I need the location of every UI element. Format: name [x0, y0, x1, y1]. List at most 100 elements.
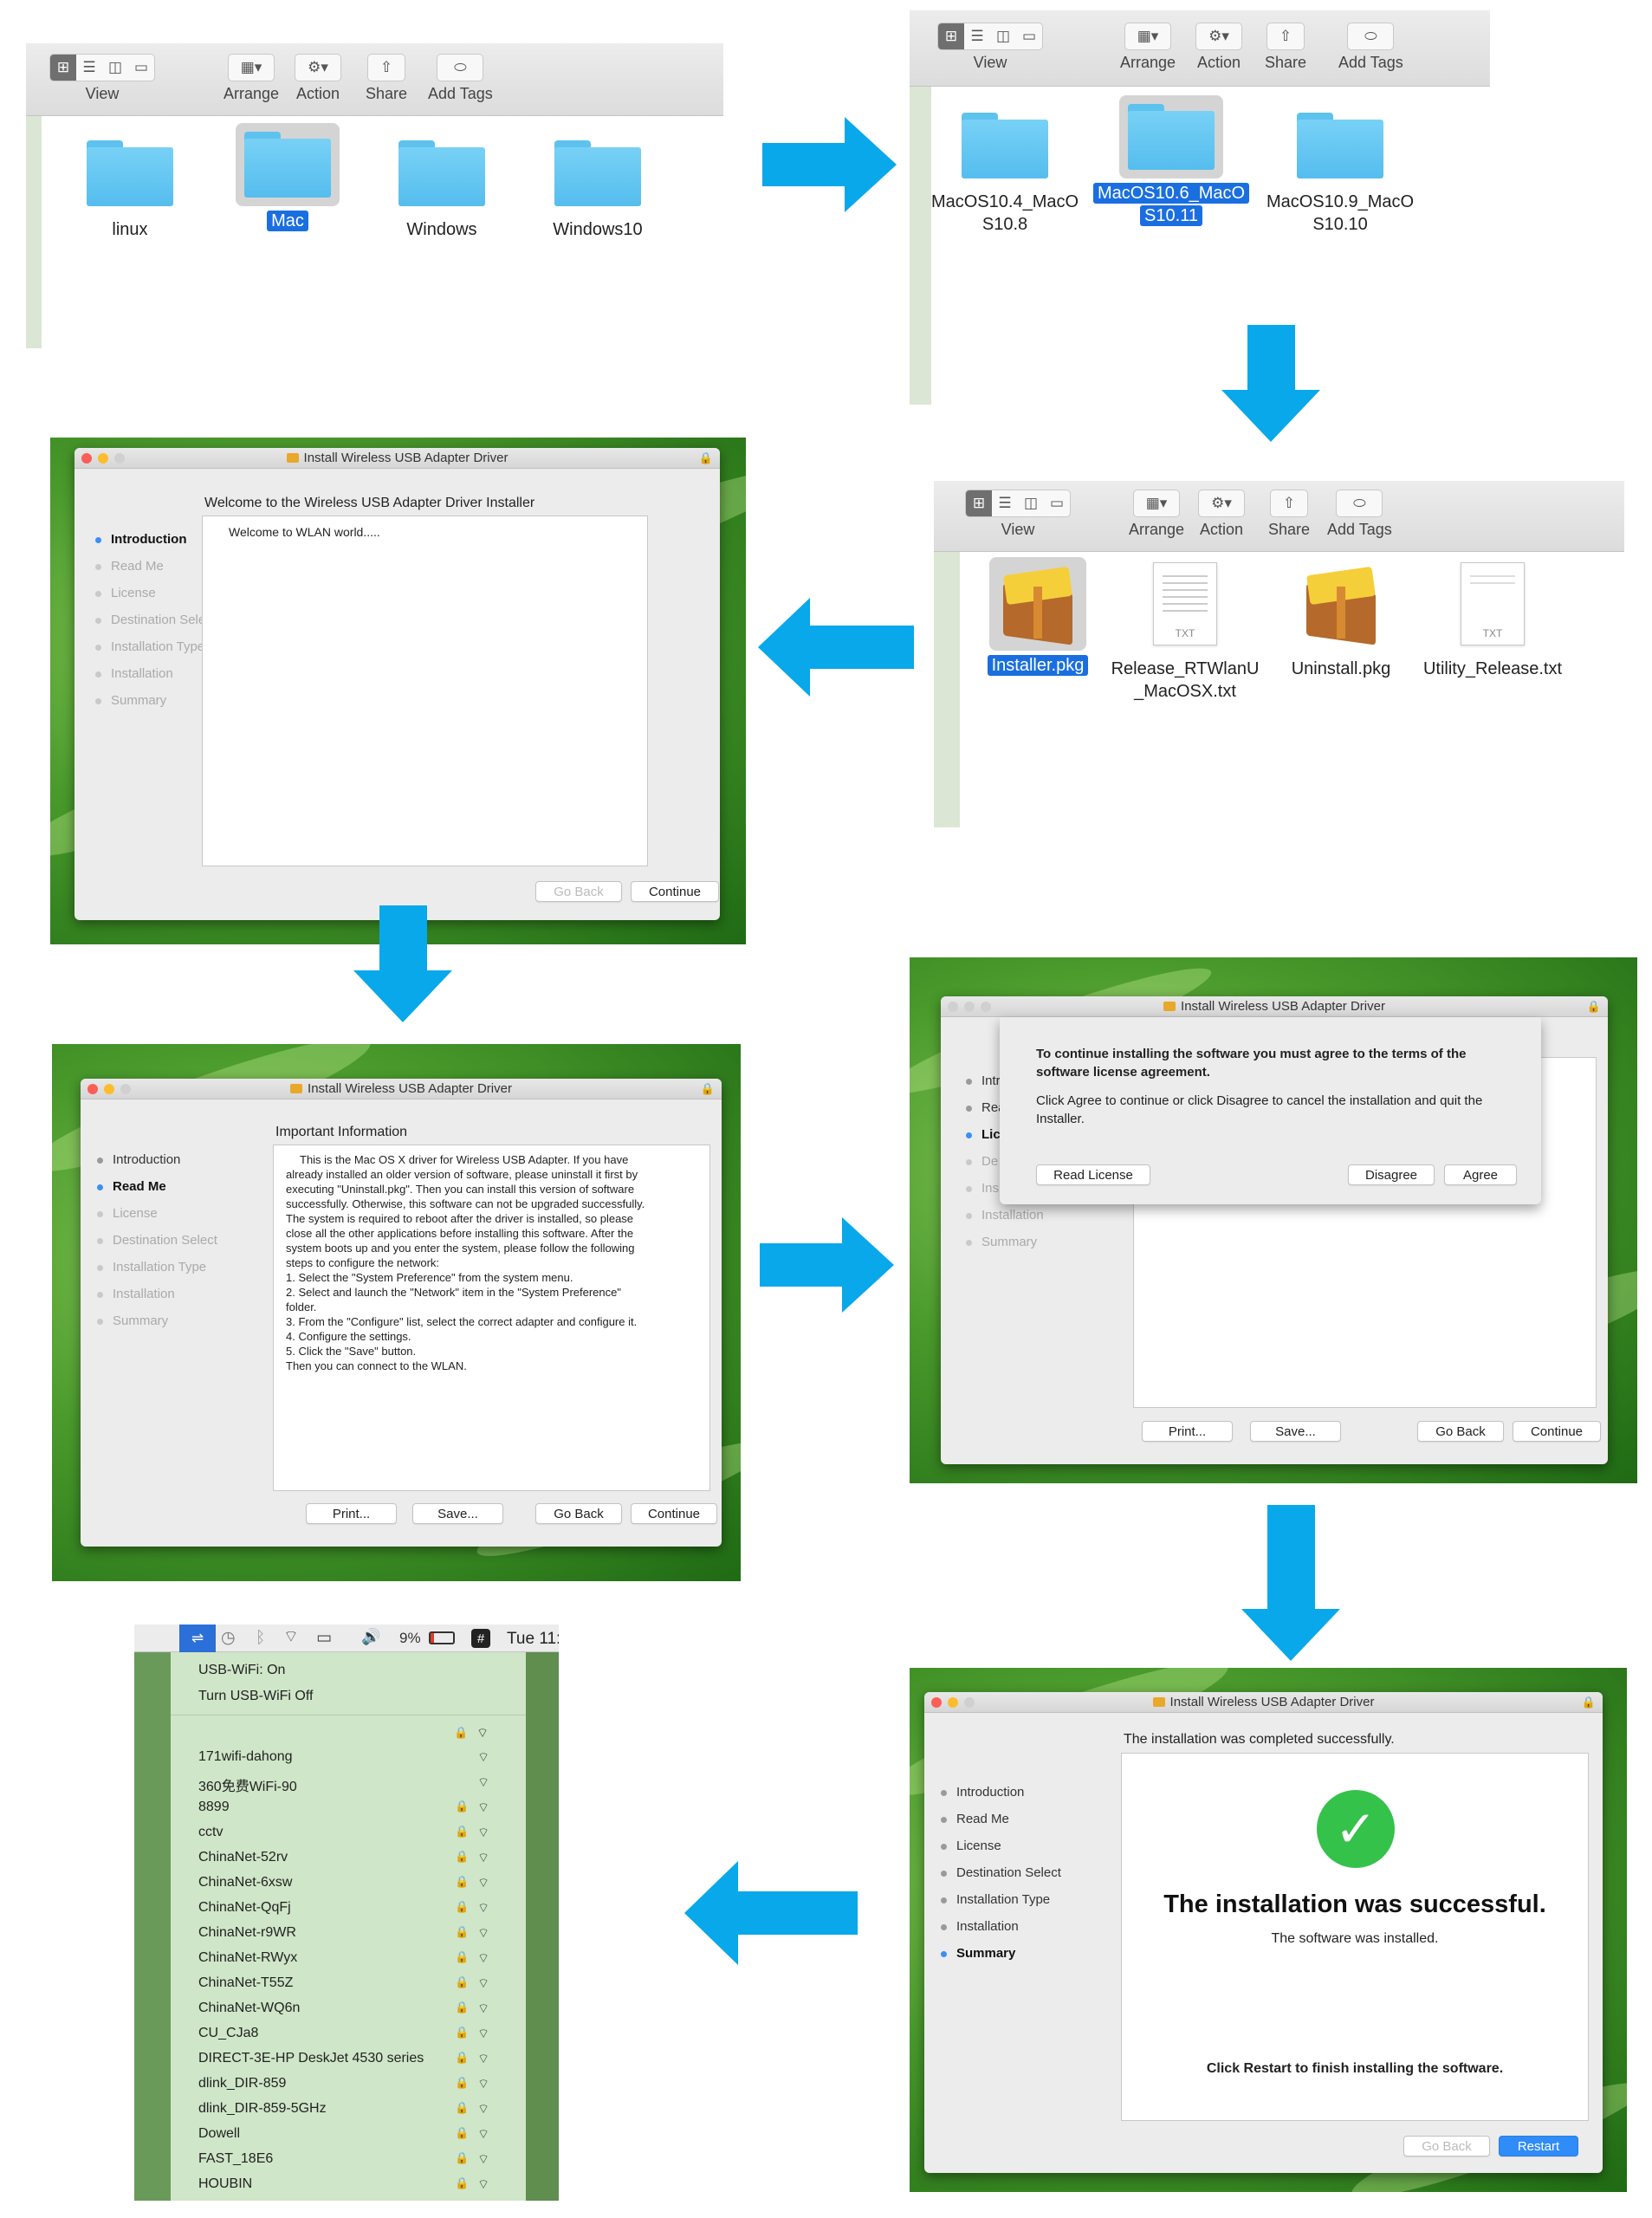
- wifi-network-item[interactable]: ChinaNet-QqFj🔒⌔: [134, 1900, 526, 1923]
- icon-view-icon[interactable]: ⊞: [50, 55, 76, 81]
- time-machine-icon[interactable]: ◷: [221, 1628, 236, 1647]
- share-icon[interactable]: ⇧: [1267, 23, 1305, 50]
- close-icon[interactable]: [948, 1002, 958, 1012]
- wifi-network-item[interactable]: HOUBIN🔒⌔: [134, 2176, 526, 2199]
- save-button[interactable]: Save...: [412, 1503, 503, 1524]
- close-icon[interactable]: [87, 1084, 98, 1094]
- wifi-network-item[interactable]: 8899🔒⌔: [134, 1800, 526, 1822]
- wifi-network-item[interactable]: DIRECT-3E-HP DeskJet 4530 series🔒⌔: [134, 2051, 526, 2073]
- zoom-icon[interactable]: [981, 1002, 991, 1012]
- list-view-icon[interactable]: ☰: [998, 495, 1012, 512]
- close-icon[interactable]: [81, 453, 92, 464]
- print-button[interactable]: Print...: [306, 1503, 397, 1524]
- battery-icon[interactable]: [429, 1631, 455, 1644]
- wifi-network-item[interactable]: ChinaNet-r9WR🔒⌔: [134, 1925, 526, 1948]
- airplay-icon[interactable]: ▭: [316, 1628, 332, 1647]
- action-button[interactable]: ⚙▾: [295, 54, 341, 81]
- wifi-icon[interactable]: ⌔: [283, 1627, 299, 1646]
- wifi-network-item[interactable]: 360免费WiFi-90⌔: [134, 1774, 526, 1797]
- wifi-network-item[interactable]: 171wifi-dahong⌔: [134, 1749, 526, 1772]
- readme-line: executing "Uninstall.pkg". Then you can …: [286, 1183, 635, 1196]
- print-button[interactable]: Print...: [1142, 1421, 1233, 1442]
- wifi-network-item[interactable]: dlink_DIR-859🔒⌔: [134, 2076, 526, 2098]
- arrange-button[interactable]: ▦▾: [1124, 23, 1172, 50]
- go-back-button[interactable]: Go Back: [1403, 2136, 1490, 2156]
- volume-icon[interactable]: 🔊: [361, 1628, 381, 1646]
- folder-windows10[interactable]: Windows10: [541, 140, 654, 241]
- wifi-network-item[interactable]: dlink_DIR-859-5GHz🔒⌔: [134, 2101, 526, 2124]
- action-button[interactable]: ⚙▾: [1195, 23, 1242, 50]
- connected-network-row[interactable]: 🔒 ⌔: [171, 1723, 526, 1746]
- share-icon[interactable]: ⇧: [1270, 490, 1309, 517]
- zoom-icon[interactable]: [964, 1697, 975, 1708]
- column-view-icon[interactable]: ◫: [995, 28, 1011, 45]
- minimize-icon[interactable]: [948, 1697, 958, 1708]
- bluetooth-icon[interactable]: ᛒ: [256, 1628, 266, 1647]
- tag-icon[interactable]: ⬭: [1347, 23, 1395, 50]
- read-license-button[interactable]: Read License: [1036, 1164, 1150, 1185]
- close-icon[interactable]: [931, 1697, 942, 1708]
- wifi-signal-icon: ⌔: [477, 2126, 490, 2142]
- column-view-icon[interactable]: ◫: [107, 59, 123, 76]
- gallery-view-icon[interactable]: ▭: [1049, 495, 1065, 512]
- gallery-view-icon[interactable]: ▭: [133, 59, 149, 76]
- list-view-icon[interactable]: ☰: [82, 59, 96, 76]
- agree-button[interactable]: Agree: [1444, 1164, 1517, 1185]
- wifi-network-item[interactable]: FAST_18E6🔒⌔: [134, 2151, 526, 2174]
- hashtag-icon[interactable]: #: [471, 1629, 490, 1648]
- wifi-network-item[interactable]: CU_CJa8🔒⌔: [134, 2026, 526, 2048]
- file-utility-release-txt[interactable]: TXT Utility_Release.txt: [1415, 562, 1571, 680]
- file-installer-pkg[interactable]: Installer.pkg: [981, 557, 1094, 677]
- tag-icon[interactable]: ⬭: [1336, 490, 1383, 517]
- wifi-network-item[interactable]: ChinaNet-RWyx🔒⌔: [134, 1950, 526, 1973]
- wifi-network-item[interactable]: ChinaNet-52rv🔒⌔: [134, 1850, 526, 1872]
- disagree-button[interactable]: Disagree: [1348, 1164, 1435, 1185]
- wifi-status: USB-WiFi: On: [198, 1663, 286, 1677]
- save-button[interactable]: Save...: [1250, 1421, 1341, 1442]
- view-switcher[interactable]: ⊞ ☰ ◫ ▭: [965, 490, 1071, 517]
- wifi-network-item[interactable]: ChinaNet-T55Z🔒⌔: [134, 1975, 526, 1998]
- battery-percent: 9%: [399, 1630, 421, 1646]
- minimize-icon[interactable]: [964, 1002, 975, 1012]
- zoom-icon[interactable]: [114, 453, 125, 464]
- icon-view-icon[interactable]: ⊞: [966, 490, 992, 516]
- folder-windows[interactable]: Windows: [385, 140, 498, 241]
- step-read-me: Rea: [962, 1094, 1044, 1121]
- view-switcher[interactable]: ⊞ ☰ ◫ ▭: [937, 23, 1043, 50]
- continue-button[interactable]: Continue: [631, 881, 719, 902]
- column-view-icon[interactable]: ◫: [1023, 495, 1039, 512]
- wifi-network-item[interactable]: ChinaNet-WQ6n🔒⌔: [134, 2001, 526, 2023]
- zoom-icon[interactable]: [120, 1084, 131, 1094]
- arrange-button[interactable]: ▦▾: [1133, 490, 1181, 517]
- file-release-txt[interactable]: TXT Release_RTWlanU_MacOSX.txt: [1107, 562, 1263, 703]
- usb-wifi-icon[interactable]: ⇌: [179, 1625, 216, 1652]
- action-button[interactable]: ⚙▾: [1198, 490, 1245, 517]
- restart-button[interactable]: Restart: [1499, 2136, 1578, 2156]
- view-switcher[interactable]: ⊞ ☰ ◫ ▭: [49, 54, 155, 81]
- arrange-button[interactable]: ▦▾: [228, 54, 275, 81]
- readme-panel[interactable]: This is the Mac OS X driver for Wireless…: [273, 1145, 710, 1491]
- minimize-icon[interactable]: [98, 453, 108, 464]
- wifi-network-item[interactable]: ChinaNet-6xsw🔒⌔: [134, 1875, 526, 1897]
- continue-button[interactable]: Continue: [631, 1503, 717, 1524]
- go-back-button[interactable]: Go Back: [535, 1503, 622, 1524]
- turn-wifi-off-item[interactable]: Turn USB-WiFi Off: [198, 1689, 314, 1703]
- go-back-button[interactable]: Go Back: [535, 881, 622, 902]
- list-view-icon[interactable]: ☰: [970, 28, 984, 45]
- wifi-network-item[interactable]: Dowell🔒⌔: [134, 2126, 526, 2149]
- go-back-button[interactable]: Go Back: [1417, 1421, 1504, 1442]
- icon-view-icon[interactable]: ⊞: [938, 23, 964, 49]
- file-uninstall-pkg[interactable]: Uninstall.pkg: [1276, 562, 1406, 680]
- folder-mac[interactable]: Mac: [231, 123, 344, 232]
- gallery-view-icon[interactable]: ▭: [1021, 28, 1037, 45]
- continue-button[interactable]: Continue: [1513, 1421, 1601, 1442]
- folder-linux[interactable]: linux: [78, 140, 182, 241]
- share-icon[interactable]: ⇧: [367, 54, 406, 81]
- tag-icon[interactable]: ⬭: [437, 54, 484, 81]
- minimize-icon[interactable]: [104, 1084, 114, 1094]
- wifi-network-item[interactable]: cctv🔒⌔: [134, 1825, 526, 1847]
